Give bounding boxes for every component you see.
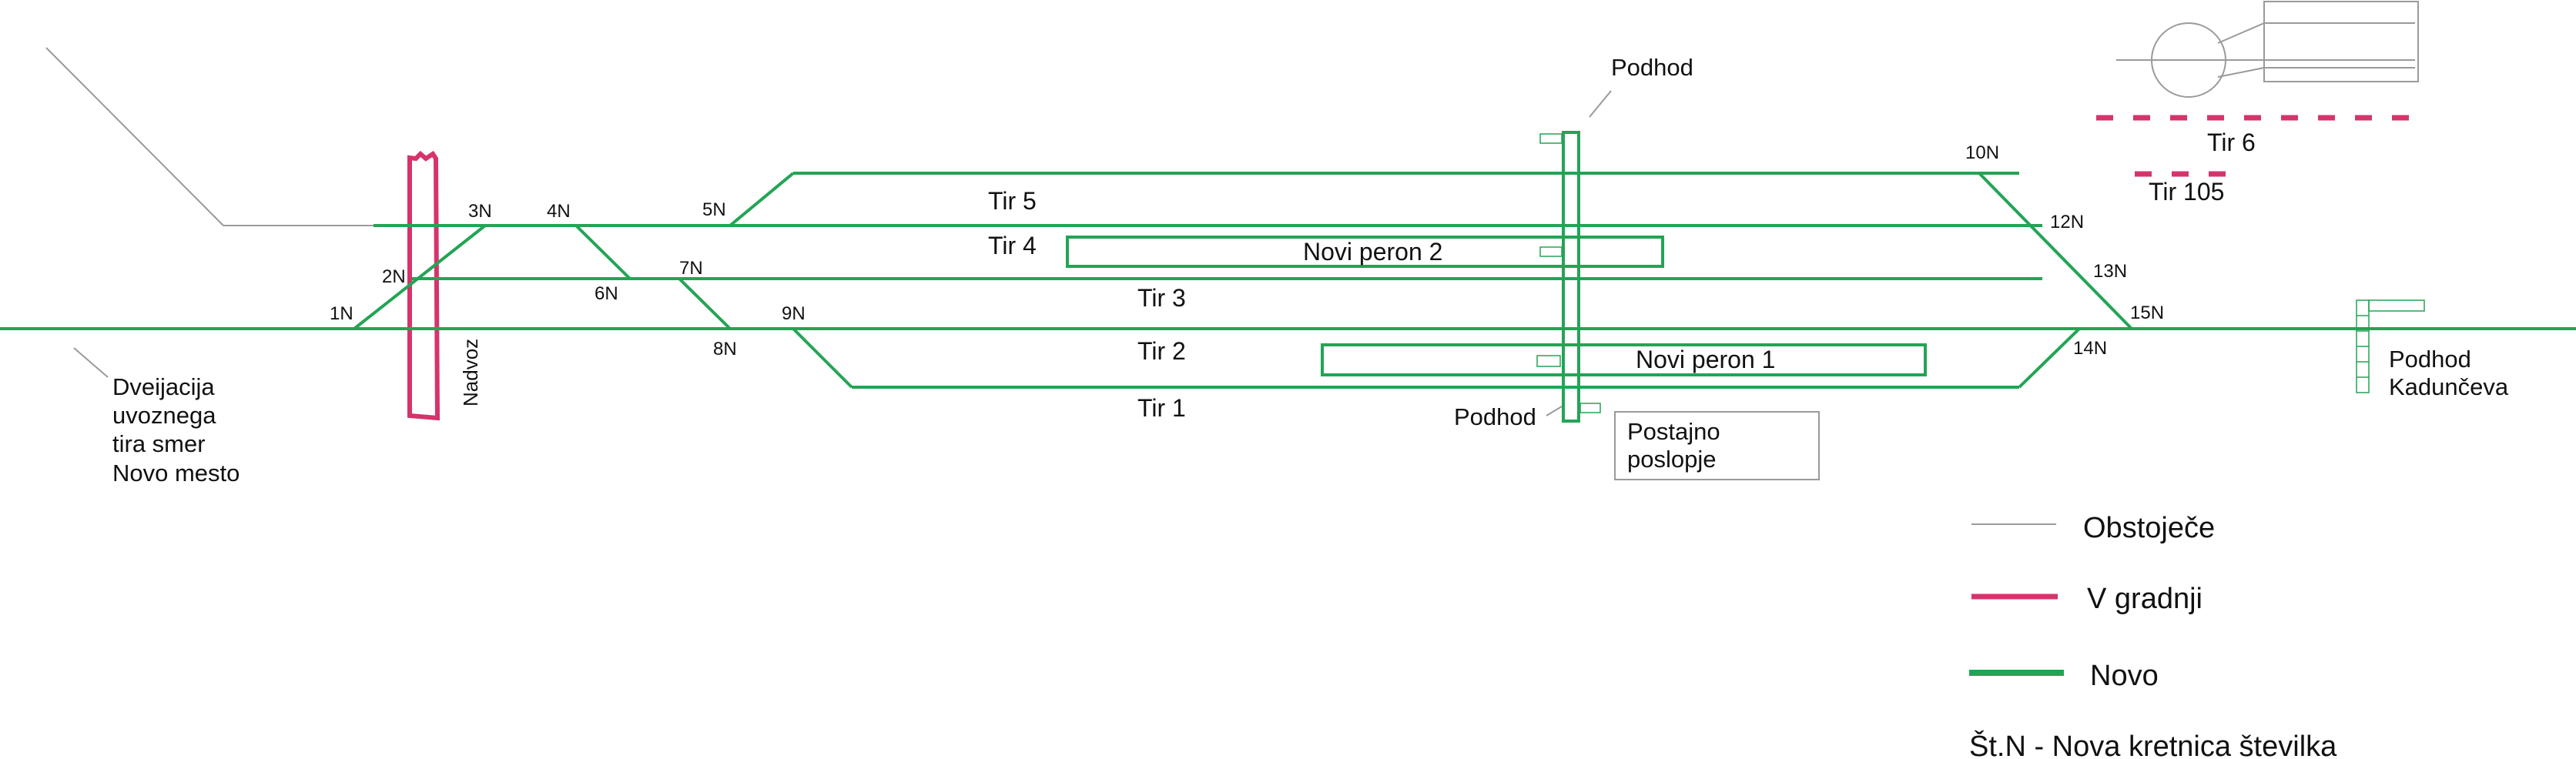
podhod-kadunceva-stairs: [2356, 299, 2425, 393]
switch-15n: 15N: [2130, 303, 2164, 323]
switch-labels: 1N 2N 3N 4N 5N 6N 7N 8N 9N 10N 12N 13N 1…: [330, 142, 2164, 359]
switch-9n: 9N: [782, 303, 806, 324]
relocation-note-line-3: tira smer: [112, 430, 206, 457]
construction-lines: [407, 115, 2426, 600]
sw4-sw6-diagonal: [574, 224, 631, 280]
station-building-label: Postajno poslopje: [1627, 418, 1720, 473]
nadvoz-overpass: [407, 150, 440, 421]
relocation-note-line-2: uvoznega: [112, 402, 216, 429]
switch-6n: 6N: [595, 283, 618, 304]
switch-13n: 13N: [2093, 261, 2127, 282]
label-tir4: Tir 4: [988, 232, 1037, 259]
podhod-bottom-label: Podhod: [1454, 403, 1536, 430]
switch-2n: 2N: [382, 266, 406, 287]
existing-approach-diagonal: [45, 47, 224, 226]
legend-switch-note: Št.N - Nova kretnica številka: [1969, 729, 2337, 759]
switch-1n: 1N: [330, 303, 353, 324]
track-labels: Tir 5 Tir 4 Tir 3 Tir 2 Tir 1 Tir 6 Tir …: [988, 129, 2256, 422]
switch-14n: 14N: [2073, 338, 2107, 359]
platform-2: [1066, 236, 1664, 268]
platform-1: [1321, 343, 1927, 376]
legend-new-label: Novo: [2090, 660, 2159, 692]
podhod-underpass: [1562, 131, 1580, 423]
station-building-line-1: Postajno: [1627, 418, 1720, 445]
relocation-note-line-4: Novo mesto: [112, 460, 240, 486]
relocation-note-line-1: Dveijacija: [112, 373, 215, 400]
podhod-stairs: [1536, 133, 1601, 413]
podhod-top-leader: [1589, 90, 1612, 118]
switch-3n: 3N: [468, 201, 492, 222]
podhod-top-label: Podhod: [1611, 54, 1693, 81]
podhod-kadunceva-line-1: Podhod: [2389, 346, 2471, 373]
label-tir3: Tir 3: [1137, 284, 1186, 312]
label-tir6: Tir 6: [2207, 129, 2256, 156]
podhod-kadunceva-line-2: Kadunčeva: [2389, 373, 2509, 400]
relocation-note: Dveijacija uvoznega tira smer Novo mesto: [112, 373, 240, 486]
sw7-sw8-diagonal: [678, 277, 732, 330]
platform-2-label: Novi peron 2: [1303, 238, 1442, 266]
existing-lines: [45, 1, 2419, 525]
existing-depot-track-4: [2217, 67, 2265, 78]
platform-1-label: Novi peron 1: [1636, 346, 1775, 373]
switch-8n: 8N: [713, 339, 737, 359]
sw14-diagonal: [2018, 327, 2081, 389]
sw5-diagonal: [729, 172, 795, 227]
switch-5n: 5N: [702, 199, 726, 220]
podhod-kadunceva-label: Podhod Kadunčeva: [2389, 346, 2509, 400]
sw1-sw3-diagonal: [353, 224, 487, 330]
podhod-bottom-leader: [1546, 406, 1563, 416]
label-tir2: Tir 2: [1137, 337, 1186, 365]
nadvoz-label: Nadvoz: [459, 339, 482, 406]
sw9-diagonal: [792, 327, 853, 389]
note-leader-line: [73, 347, 109, 378]
sw10-sw15-diagonal: [1978, 172, 2133, 330]
station-building-line-2: poslopje: [1627, 446, 1716, 473]
switch-10n: 10N: [1965, 142, 1999, 163]
new-lines: [0, 131, 2576, 676]
switch-4n: 4N: [547, 201, 571, 222]
label-tir105: Tir 105: [2149, 178, 2224, 206]
legend-construction-label: V gradnji: [2087, 583, 2202, 615]
switch-12n: 12N: [2050, 212, 2084, 232]
existing-depot-track-2: [2217, 22, 2265, 44]
station-building: [1614, 411, 1820, 480]
label-tir1: Tir 1: [1137, 394, 1186, 422]
label-tir5: Tir 5: [988, 187, 1037, 215]
switch-7n: 7N: [679, 258, 703, 279]
legend: Obstoječe V gradnji Novo Št.N - Nova kre…: [1969, 512, 2337, 759]
existing-depot: [2263, 1, 2419, 82]
legend-existing-label: Obstoječe: [2083, 512, 2215, 544]
